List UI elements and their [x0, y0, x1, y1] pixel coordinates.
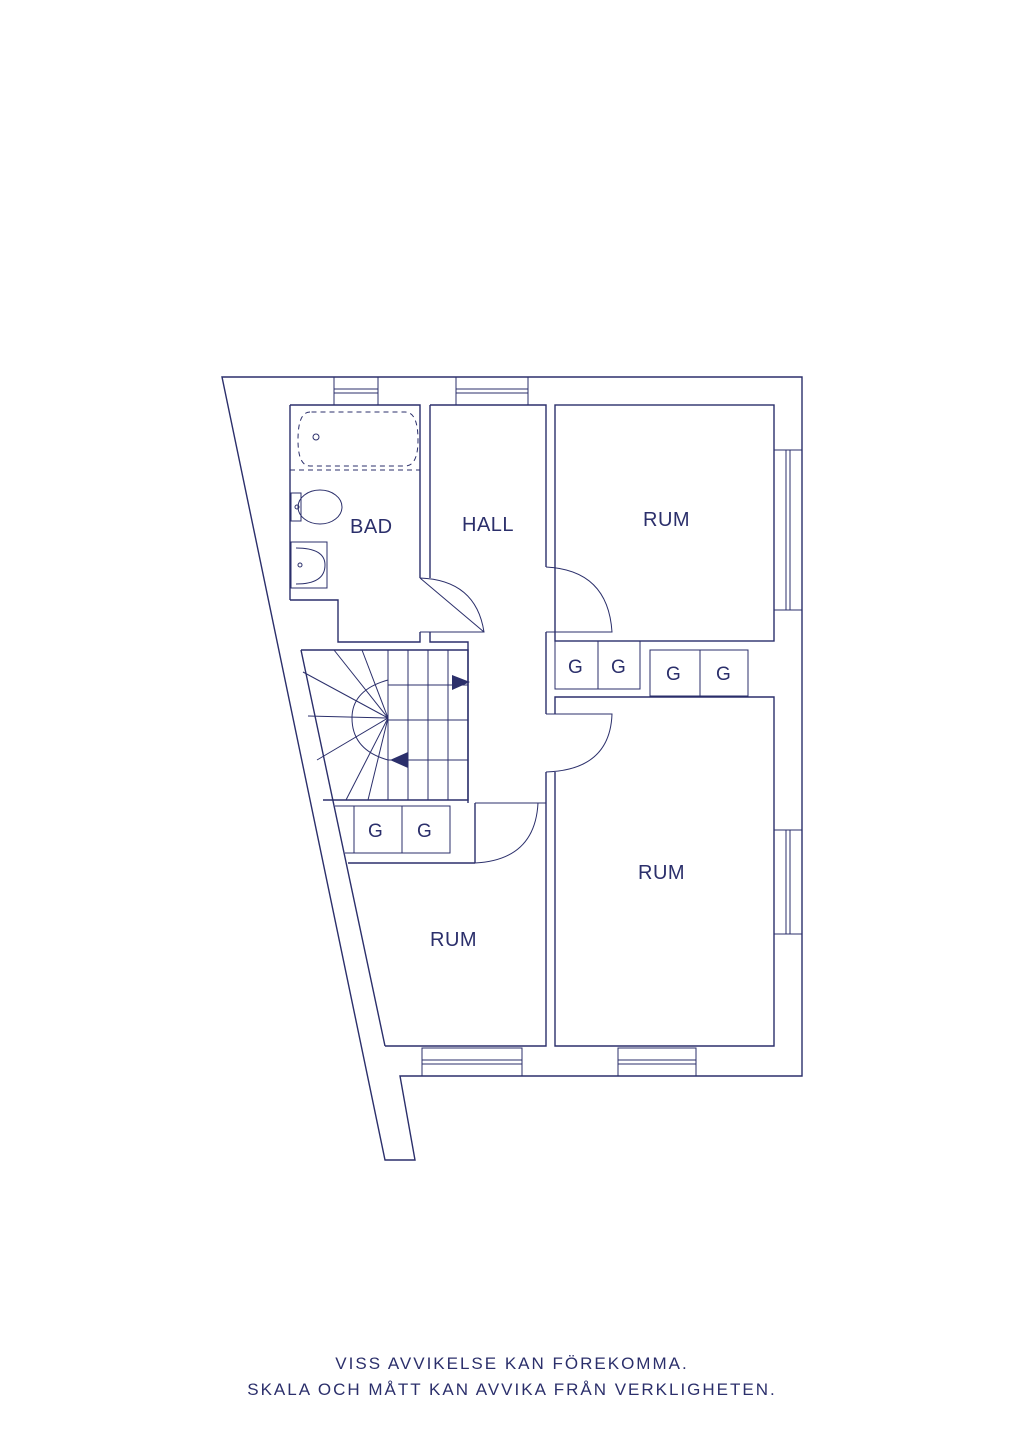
hall-left-wall — [429, 405, 469, 803]
rum-top-walls — [554, 404, 775, 642]
closet-label: G — [568, 657, 583, 678]
closet-label: G — [666, 664, 681, 685]
window-bottom-left — [421, 1047, 523, 1077]
bad-walls — [290, 404, 421, 643]
room-label-rum-right: RUM — [638, 862, 685, 884]
closet-label: G — [417, 821, 432, 842]
disclaimer-line-2: SKALA OCH MÅTT KAN AVVIKA FRÅN VERKLIGHE… — [247, 1380, 777, 1399]
bathtub — [297, 411, 419, 467]
bathtub-drain — [312, 433, 320, 441]
room-label-bad: BAD — [350, 516, 393, 538]
closet-label: G — [611, 657, 626, 678]
closets-top — [554, 640, 749, 697]
inner-wall-left — [289, 405, 386, 1047]
closet-label: G — [716, 664, 731, 685]
window-right-lower — [773, 829, 803, 935]
bad-door — [419, 577, 485, 633]
room-label-rum-top: RUM — [643, 509, 690, 531]
staircase — [301, 649, 470, 801]
closets-stair — [335, 805, 451, 854]
window-bottom-right — [617, 1047, 697, 1077]
window-top-middle — [455, 376, 529, 406]
rum-right-door — [545, 713, 613, 773]
disclaimer-line-1: VISS AVVIKELSE KAN FÖREKOMMA. — [335, 1354, 689, 1373]
room-label-rum-left: RUM — [430, 929, 477, 951]
window-right-upper — [773, 449, 803, 611]
rum-right-walls — [554, 696, 775, 1047]
outer-wall — [221, 376, 803, 1161]
rum-left-door — [474, 802, 546, 864]
room-label-hall: HALL — [462, 514, 514, 536]
rum-left-walls — [348, 803, 547, 1047]
window-top-left — [333, 376, 379, 406]
closet-label: G — [368, 821, 383, 842]
toilet — [290, 489, 343, 525]
sink — [290, 541, 328, 589]
hall-walls — [430, 404, 547, 803]
rum-top-door — [545, 566, 613, 633]
